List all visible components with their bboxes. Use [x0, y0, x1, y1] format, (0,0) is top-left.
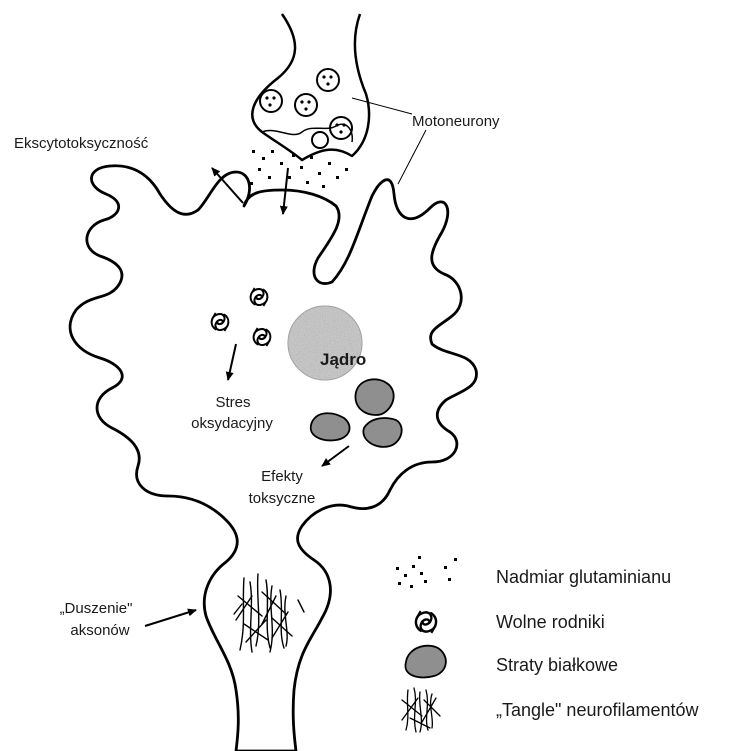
- label-toxic-effects-2: toksyczne: [249, 490, 316, 507]
- label-excitotoxicity: Ekscytotoksyczność: [14, 135, 149, 152]
- label-axon-strangulation-2: aksonów: [70, 622, 129, 639]
- label-toxic-effects-1: Efekty: [261, 468, 303, 485]
- label-axon-strangulation-1: „Duszenie": [60, 600, 133, 617]
- label-oxidative-stress-1: Stres: [215, 394, 250, 411]
- legend: Nadmiar glutaminianu Wolne rodniki Strat…: [396, 556, 700, 732]
- legend-label-proteins: Straty białkowe: [496, 655, 618, 675]
- neurofilament-tangle-icon: [402, 688, 440, 732]
- legend-label-tangles: „Tangle" neurofilamentów: [496, 700, 700, 720]
- free-radical-icon: [413, 608, 439, 636]
- label-oxidative-stress-2: oksydacyjny: [191, 415, 273, 432]
- label-motoneurons: Motoneurony: [412, 113, 500, 130]
- legend-label-glutamate: Nadmiar glutaminianu: [496, 567, 671, 587]
- presynaptic-terminal: [252, 14, 369, 160]
- protein-aggregate-icon: [405, 646, 445, 678]
- legend-label-radicals: Wolne rodniki: [496, 612, 605, 632]
- glutamate-dots-icon: [396, 556, 457, 588]
- nucleus-label: Jądro: [320, 350, 366, 369]
